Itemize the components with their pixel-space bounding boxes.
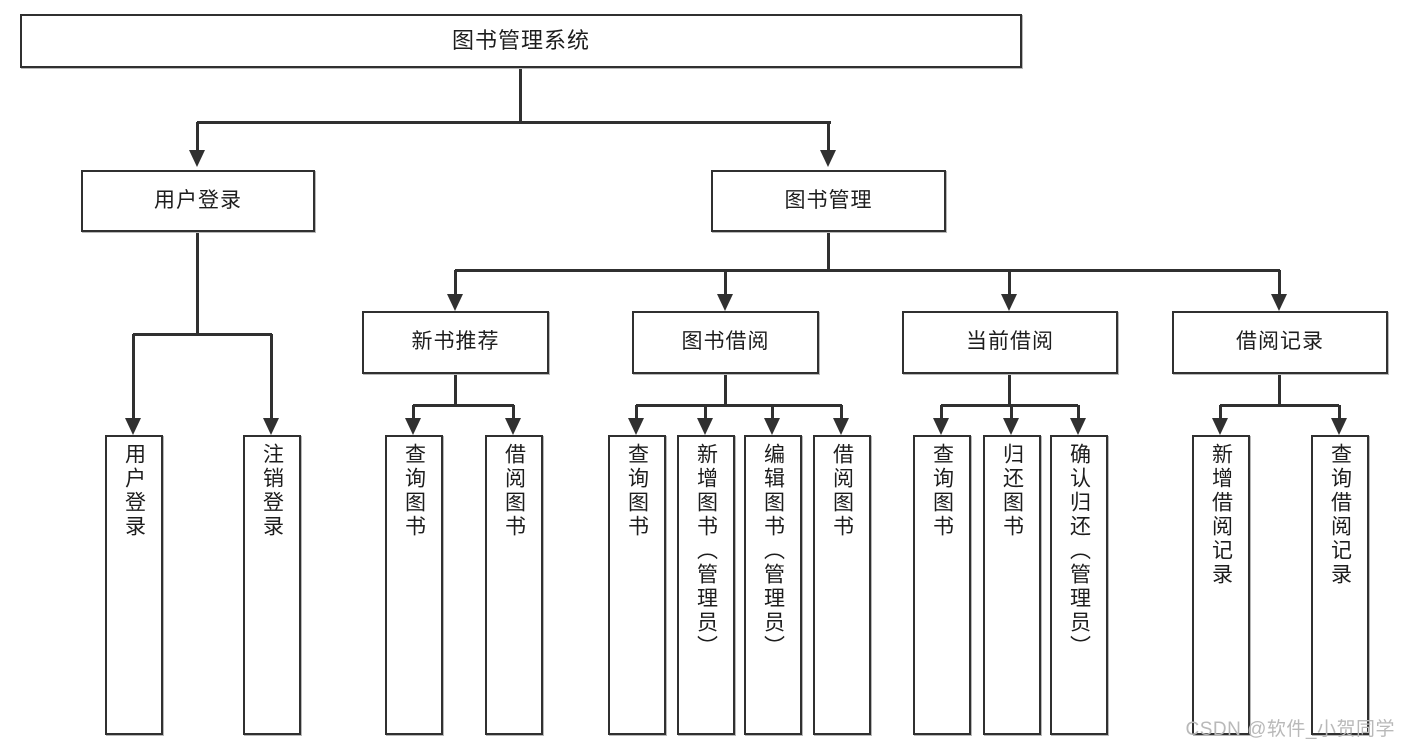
node-leaf-query-book-borrow[interactable]: 查询图书 <box>608 435 666 735</box>
connector-cb-l1 <box>940 405 943 418</box>
connector-rec2-bar <box>1220 404 1339 407</box>
arrow-bw-l2-icon <box>697 418 713 435</box>
connector-bw-l4 <box>840 405 843 418</box>
arrow-leaf-user-login-icon <box>125 418 141 435</box>
connector-bw-l1 <box>635 405 638 418</box>
arrow-rec-l1-icon <box>405 418 421 435</box>
connector-book-manage-bar <box>455 269 1280 272</box>
node-leaf-add-book-admin[interactable]: 新增图书（管理员） <box>677 435 735 735</box>
node-label-leaf-query-borrow-record: 查询借阅记录 <box>1328 443 1352 587</box>
csdn-watermark: CSDN @软件_小贺同学 <box>1185 719 1395 740</box>
connector-user-login-l1 <box>132 334 135 418</box>
node-label-new-book-recommend: 新书推荐 <box>411 330 500 354</box>
node-current-borrow[interactable]: 当前借阅 <box>902 311 1118 374</box>
connector-book-manage-down <box>827 232 830 270</box>
connector-root-bar <box>197 121 831 124</box>
connector-bw-l3 <box>771 405 774 418</box>
node-new-book-recommend[interactable]: 新书推荐 <box>362 311 549 374</box>
connector-user-login-down <box>196 232 199 334</box>
node-leaf-query-book-rec[interactable]: 查询图书 <box>385 435 443 735</box>
connector-borrow-down <box>724 374 727 405</box>
node-root[interactable]: 图书管理系统 <box>20 14 1022 68</box>
arrow-book-borrow-icon <box>717 294 733 311</box>
node-label-leaf-borrow-book-rec: 借阅图书 <box>502 443 526 539</box>
node-book-manage[interactable]: 图书管理 <box>711 170 946 232</box>
arrow-cb-l3-icon <box>1070 418 1086 435</box>
connector-rec-bar <box>413 404 514 407</box>
node-label-leaf-return-book: 归还图书 <box>1000 443 1024 539</box>
node-book-borrow[interactable]: 图书借阅 <box>632 311 819 374</box>
connector-borrow-bar <box>636 404 842 407</box>
connector-cb-l3 <box>1077 405 1080 418</box>
node-label-leaf-query-book-borrow: 查询图书 <box>625 443 649 539</box>
arrow-borrow-record-icon <box>1271 294 1287 311</box>
connector-user-login-l2 <box>270 334 273 418</box>
arrow-br-l2-icon <box>1331 418 1347 435</box>
connector-bm-c3 <box>1008 270 1011 294</box>
connector-root-to-book-manage <box>827 122 830 150</box>
arrow-bw-l4-icon <box>833 418 849 435</box>
node-label-leaf-add-borrow-record: 新增借阅记录 <box>1209 443 1233 587</box>
arrow-bw-l1-icon <box>628 418 644 435</box>
connector-cb-l2 <box>1010 405 1013 418</box>
arrow-user-login-icon <box>189 150 205 167</box>
arrow-current-borrow-icon <box>1001 294 1017 311</box>
node-label-leaf-edit-book-admin: 编辑图书（管理员） <box>761 443 785 659</box>
node-leaf-logout[interactable]: 注销登录 <box>243 435 301 735</box>
node-label-book-borrow: 图书借阅 <box>681 330 770 354</box>
arrow-rec-l2-icon <box>505 418 521 435</box>
node-label-book-manage: 图书管理 <box>784 188 873 212</box>
node-label-root: 图书管理系统 <box>451 28 590 54</box>
node-leaf-edit-book-admin[interactable]: 编辑图书（管理员） <box>744 435 802 735</box>
arrow-leaf-logout-icon <box>263 418 279 435</box>
connector-cur-down <box>1008 374 1011 405</box>
connector-bw-l2 <box>704 405 707 418</box>
node-leaf-borrow-book-rec[interactable]: 借阅图书 <box>485 435 543 735</box>
connector-bm-c4 <box>1278 270 1281 294</box>
node-leaf-query-book-cur[interactable]: 查询图书 <box>913 435 971 735</box>
arrow-cb-l1-icon <box>933 418 949 435</box>
connector-rec2-down <box>1278 374 1281 405</box>
node-label-leaf-add-book-admin: 新增图书（管理员） <box>694 443 718 659</box>
node-user-login[interactable]: 用户登录 <box>81 170 315 232</box>
node-label-current-borrow: 当前借阅 <box>966 330 1054 354</box>
node-label-leaf-borrow-book: 借阅图书 <box>830 443 854 539</box>
node-label-leaf-user-login: 用户登录 <box>122 443 146 539</box>
arrow-br-l1-icon <box>1212 418 1228 435</box>
node-leaf-borrow-book[interactable]: 借阅图书 <box>813 435 871 735</box>
node-leaf-user-login[interactable]: 用户登录 <box>105 435 163 735</box>
connector-br-l1 <box>1219 405 1222 418</box>
connector-cur-bar <box>941 404 1078 407</box>
arrow-book-manage-icon <box>820 150 836 167</box>
arrow-bw-l3-icon <box>764 418 780 435</box>
node-label-leaf-confirm-return-admin: 确认归还（管理员） <box>1067 443 1091 659</box>
node-leaf-return-book[interactable]: 归还图书 <box>983 435 1041 735</box>
connector-bm-c2 <box>724 270 727 294</box>
node-label-leaf-logout: 注销登录 <box>260 443 284 539</box>
node-label-user-login: 用户登录 <box>154 188 242 212</box>
node-label-leaf-query-book-rec: 查询图书 <box>402 443 426 539</box>
node-borrow-record[interactable]: 借阅记录 <box>1172 311 1388 374</box>
node-leaf-query-borrow-record[interactable]: 查询借阅记录 <box>1311 435 1369 735</box>
node-leaf-add-borrow-record[interactable]: 新增借阅记录 <box>1192 435 1250 735</box>
connector-br-l2 <box>1338 405 1341 418</box>
arrow-new-book-recommend-icon <box>447 294 463 311</box>
connector-rec-l1 <box>412 405 415 418</box>
arrow-cb-l2-icon <box>1003 418 1019 435</box>
connector-rec-l2 <box>512 405 515 418</box>
node-label-borrow-record: 借阅记录 <box>1236 330 1324 354</box>
connector-bm-c1 <box>454 270 457 294</box>
connector-root-to-user-login <box>196 122 199 150</box>
connector-user-login-bar <box>133 333 272 336</box>
node-label-leaf-query-book-cur: 查询图书 <box>930 443 954 539</box>
node-leaf-confirm-return-admin[interactable]: 确认归还（管理员） <box>1050 435 1108 735</box>
connector-root-down <box>519 68 522 122</box>
connector-rec-down <box>454 374 457 405</box>
